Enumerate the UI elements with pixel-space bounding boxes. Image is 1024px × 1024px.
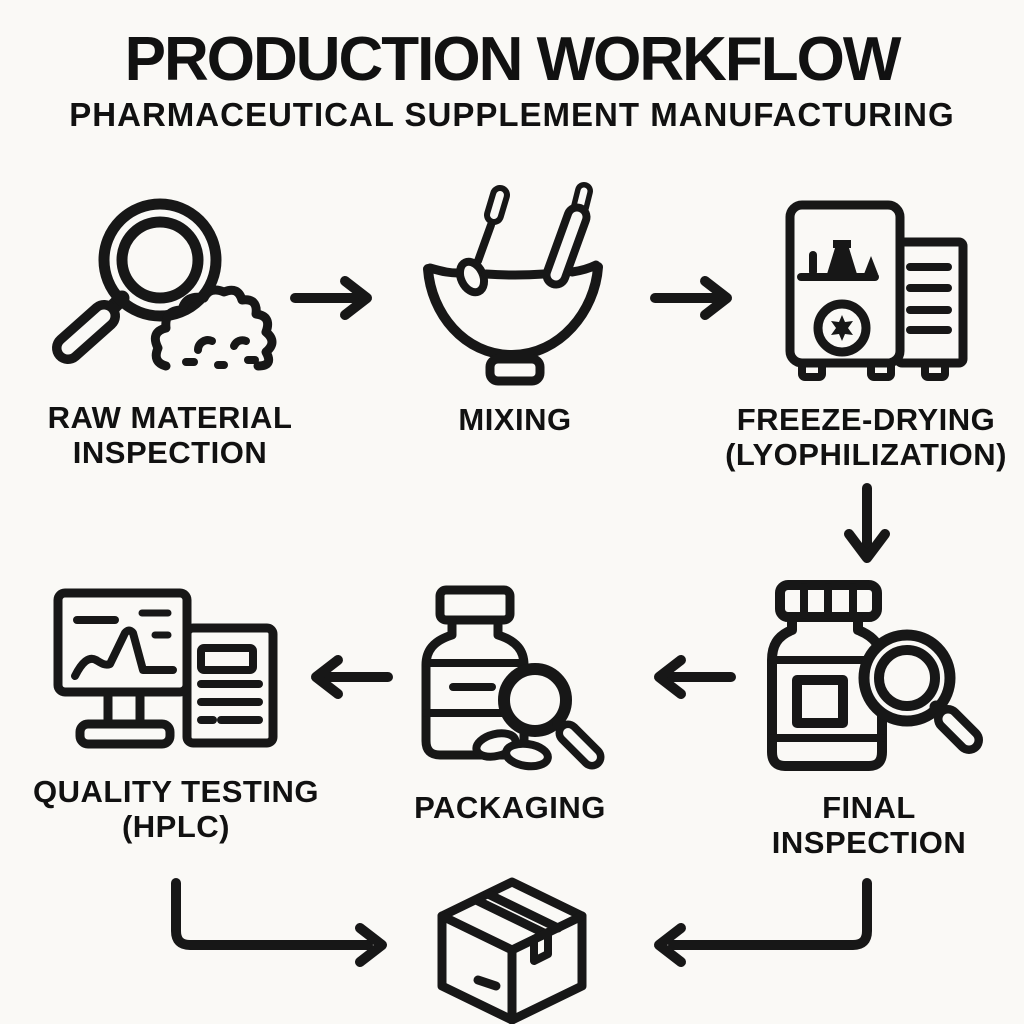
label-line: (LYOPHILIZATION)	[725, 437, 1007, 472]
bottle-label-square	[792, 675, 848, 728]
arrow-final-to-box	[654, 878, 872, 967]
step-label-freeze-drying: FREEZE-DRYING (LYOPHILIZATION)	[716, 402, 1016, 472]
step-label-raw-material-inspection: RAW MATERIAL INSPECTION	[10, 400, 330, 470]
tape-line	[483, 889, 563, 933]
label-line: FINAL	[822, 790, 916, 825]
magnifier	[498, 663, 605, 770]
monitor	[53, 588, 192, 749]
arrow-quality-to-box	[171, 878, 387, 967]
bowl	[423, 260, 603, 386]
arrow-raw-to-mixing	[290, 276, 372, 320]
spoon	[455, 185, 510, 297]
box-mark	[473, 975, 501, 991]
carton	[437, 877, 587, 1024]
label-line: FREEZE-DRYING	[736, 402, 996, 437]
arrow-final-to-packaging	[654, 655, 736, 699]
label-line: (HPLC)	[121, 809, 231, 844]
label-line: RAW MATERIAL	[47, 400, 293, 435]
label-line: QUALITY TESTING	[33, 774, 319, 809]
vial-window	[797, 240, 879, 281]
label-line: MIXING	[458, 402, 572, 437]
pill-bottle	[421, 585, 529, 760]
monitor-stand	[103, 687, 145, 729]
powder-pile	[150, 285, 277, 371]
step-label-mixing: MIXING	[395, 402, 635, 437]
page-subtitle: PHARMACEUTICAL SUPPLEMENT MANUFACTURING	[69, 96, 955, 133]
step-label-quality-testing: QUALITY TESTING (HPLC)	[16, 774, 336, 844]
step-label-packaging: PACKAGING	[390, 790, 630, 825]
tape-tab	[530, 928, 552, 965]
pill-bottle-pills-magnifier-icon	[421, 585, 605, 771]
spatula	[542, 182, 593, 289]
monitor-base	[75, 719, 175, 749]
mixing-bowl-icon	[423, 182, 603, 386]
label-line: INSPECTION	[72, 435, 268, 470]
side-panel	[893, 237, 968, 368]
step-label-final-inspection: FINAL INSPECTION	[719, 790, 1019, 860]
arrow-mixing-to-freeze	[650, 276, 732, 320]
arrow-packaging-to-quality	[311, 655, 393, 699]
label-line: INSPECTION	[771, 825, 967, 860]
magnifier-powder-icon	[52, 198, 277, 371]
label-line: PACKAGING	[414, 790, 606, 825]
document-panel	[182, 623, 278, 748]
magnifier	[858, 629, 983, 754]
tape-line	[471, 895, 551, 939]
dial	[813, 299, 871, 357]
page-title: PRODUCTION WORKFLOW	[124, 25, 902, 94]
chromatogram-trace	[71, 626, 177, 680]
shipping-box-icon	[437, 877, 587, 1024]
hplc-monitor-icon	[53, 588, 278, 749]
magnifier	[52, 198, 222, 364]
pill-bottle-magnifier-icon	[767, 580, 983, 771]
arrow-freeze-to-final	[844, 483, 890, 563]
freeze-dryer-machine-icon	[785, 200, 968, 381]
pill-capsules	[472, 729, 552, 771]
